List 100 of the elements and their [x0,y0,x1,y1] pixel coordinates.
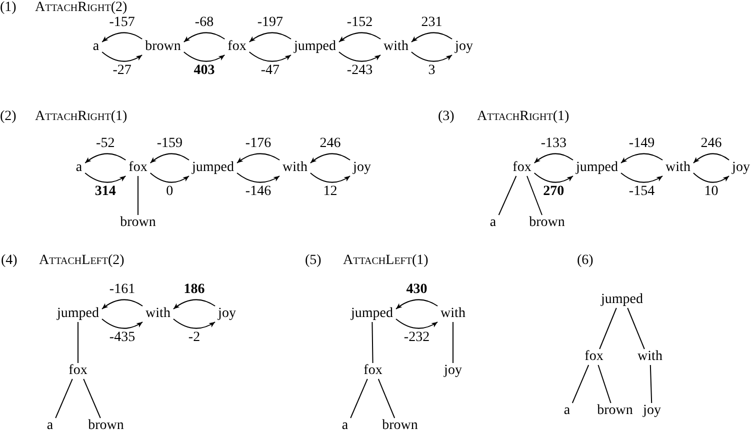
word-label: joy [452,39,476,55]
curved-arrow [410,32,453,42]
curved-arrow [102,318,144,329]
word-label: jumped [291,39,339,55]
tree-line [572,364,590,404]
panel-number: (3) [438,109,454,125]
curved-arrow [150,172,190,183]
word-label: brown [142,39,184,55]
curved-arrow [534,153,574,164]
score-label: -133 [540,136,566,152]
curved-arrow [84,172,126,183]
tree-line [372,322,374,364]
panel-number: (5) [305,253,322,269]
curved-arrow [248,32,292,42]
word-label: brown [85,418,127,434]
tree-line [452,322,454,364]
curved-arrow [102,52,143,62]
score-label: -146 [245,184,272,200]
word-label: joy [215,306,239,322]
word-label: a [338,418,352,434]
score-label: -161 [109,282,136,298]
word-label: jumped [54,306,102,322]
curved-arrow [183,32,226,42]
score-label: -435 [109,330,136,346]
tree-line [598,364,612,404]
curved-arrow [183,52,226,62]
tree-line [350,378,368,418]
score-label: -243 [346,63,373,80]
word-label: with [438,306,468,322]
operation-heading: AttachRight(1) [477,109,570,125]
word-label: fox [582,349,606,365]
panel-number: (6) [577,253,594,269]
curved-arrow [102,299,144,310]
score-label: -159 [156,136,182,152]
tree-line [526,176,542,216]
curved-arrow [172,318,216,329]
score-label: -232 [404,330,430,346]
score-label: 403 [194,63,215,80]
word-label: a [90,39,102,55]
word-label: jumped [573,160,621,176]
score-label: 270 [543,184,564,200]
score-label: 231 [421,14,442,31]
word-label: jumped [598,292,646,308]
word-label: joy [640,403,664,419]
word-label: a [72,160,86,176]
word-label: joy [441,363,465,379]
word-label: jumped [348,306,396,322]
curved-arrow [84,153,126,164]
word-label: with [280,160,310,176]
curved-arrow [150,153,190,164]
score-label: -149 [628,136,655,152]
score-label: -52 [96,136,115,152]
word-label: with [662,160,694,176]
operation-heading: AttachLeft(1) [343,253,428,269]
operation-heading: AttachRight(1) [35,109,128,125]
curved-arrow [692,172,730,183]
word-label: with [380,39,412,55]
word-label: a [560,403,574,419]
score-label: 246 [700,136,722,152]
tree-line [650,364,652,404]
score-label: 430 [406,282,428,298]
panel-number: (4) [1,253,18,269]
score-label: -176 [245,136,272,152]
curved-arrow [620,153,664,164]
curved-arrow [620,172,664,183]
score-label: -2 [188,330,200,346]
word-label: brown [117,215,159,231]
curved-arrow [236,153,280,164]
score-label: 12 [323,184,338,200]
word-label: with [634,349,666,365]
curved-arrow [172,299,216,310]
tree-line [83,378,101,418]
operation-heading: AttachRight(2) [35,0,128,16]
score-label: -157 [109,14,135,31]
score-label: -154 [628,184,655,200]
word-label: brown [594,403,636,419]
tree-line [378,378,396,418]
score-label: -27 [112,63,132,80]
word-label: brown [379,418,421,434]
curved-arrow [310,153,351,164]
score-label: 3 [428,63,436,80]
word-label: brown [526,215,568,231]
curved-arrow [236,172,280,183]
score-label: 186 [184,282,205,298]
operation-heading: AttachLeft(2) [39,253,124,269]
score-label: -152 [346,14,373,31]
word-label: with [142,306,174,322]
tree-line [498,176,517,216]
panel-number: (2) [0,109,16,125]
word-label: fox [224,39,250,55]
tree-line [55,378,73,418]
tree-line [627,308,645,350]
word-label: a [44,418,56,434]
word-label: jumped [189,160,237,176]
curved-arrow [338,52,382,62]
score-label: -197 [257,14,283,31]
curved-arrow [534,172,574,183]
score-label: 314 [94,184,116,200]
word-label: fox [66,363,90,379]
score-label: -47 [260,63,280,80]
